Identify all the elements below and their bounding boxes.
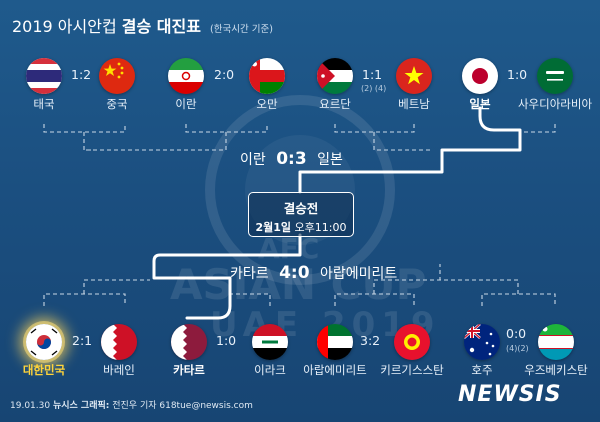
team-iraq: 이라크 [254,363,286,377]
dash-bottom-1-stem [83,279,150,294]
team-korea: 대한민국 [22,363,66,377]
semifinal-top-left: 이란 [240,152,266,168]
flag-jordan-icon [317,58,353,94]
team-vietnam: 베트남 [398,97,430,111]
score-top-1: 1:2 [71,67,92,82]
team-kyrgyzstan: 키르기스스탄 [380,363,444,377]
semifinal-top-right: 일본 [317,152,343,168]
team-jordan: 요르단 [319,97,351,111]
page-title: 2019 아시안컵 결승 대진표 (한국시간 기준) [12,13,273,37]
dash-top-4 [520,124,556,133]
credit-date: 19.01.30 [10,401,51,411]
flag-australia-icon [464,324,500,360]
flag-oman-icon [249,58,285,94]
final-date: 2월1일 [255,221,292,234]
semifinal-bottom-score: 4:0 [279,263,310,283]
score-top-4: 1:0 [507,67,528,82]
semifinal-bottom-left: 카타르 [230,266,269,282]
team-uzbekistan: 우즈베키스탄 [524,363,588,377]
team-qatar: 카타르 [173,363,205,377]
dash-top-2-stem [84,132,227,151]
title-year: 2019 아시안컵 [12,17,117,36]
team-australia: 호주 [471,363,493,377]
dash-bottom-4 [481,293,556,306]
score-bottom-3: 3:2 [360,333,381,348]
dash-bottom-4-stem [439,264,519,294]
final-box: 결승전 2월1일 오후11:00 [248,192,354,237]
flag-iran-icon [168,58,204,94]
flag-uzbekistan-icon [538,324,574,360]
flag-qatar-icon [171,324,207,360]
team-oman: 오만 [256,97,278,111]
score-bottom-2: 1:0 [216,333,237,348]
flag-iraq-icon [252,324,288,360]
flag-kyrgyzstan-icon [394,324,430,360]
final-datetime: 2월1일 오후11:00 [249,219,353,235]
team-thailand: 태국 [33,97,55,111]
flag-thailand-icon [26,58,62,94]
dash-top-1-stem [83,132,95,151]
score-top-3: 1:1 [362,67,383,82]
penalty-top-3: (2) (4) [361,84,387,93]
flag-korea-icon [26,324,62,360]
final-time: 오후11:00 [294,221,347,234]
dash-bottom-3 [334,293,415,306]
team-bahrain: 바레인 [103,363,135,377]
dash-top-1 [43,124,126,133]
graphic-credit: 19.01.30 뉴시스 그래픽: 전진우 기자 618tue@newsis.c… [10,398,253,411]
dash-top-2 [185,124,268,133]
line-japan-to-final [298,106,522,194]
penalty-bottom-4: (4)(2) [506,344,529,353]
flag-uae-icon [317,324,353,360]
semifinal-bottom: 카타르 4:0 아랍에미리트 [230,263,397,283]
watermark-asian-cup: ASIAN CUP [170,260,427,309]
semifinal-top: 이란 0:3 일본 [240,149,343,169]
dash-top-3-stem [373,132,432,151]
score-top-2: 2:0 [214,67,235,82]
flag-vietnam-icon [396,58,432,94]
team-japan: 일본 [469,97,491,111]
title-bold: 결승 대진표 [121,17,201,36]
line-qatar-to-final [152,233,302,320]
credit-author: 전진우 기자 618tue@newsis.com [112,401,253,411]
title-note: (한국시간 기준) [210,24,273,35]
dash-bottom-2 [228,293,271,306]
dash-top-3 [334,124,415,133]
flag-japan-icon [462,58,498,94]
dash-bottom-1 [43,293,126,306]
team-iran: 이란 [175,97,197,111]
newsis-logo: NEWSIS [458,382,562,407]
credit-agency: 뉴시스 그래픽: [52,401,110,411]
team-saudi-arabia: 사우디아라비아 [517,97,593,111]
score-bottom-4: 0:0 [506,326,527,341]
flag-saudi-arabia-icon [537,58,573,94]
dash-bottom-3-stem [373,279,440,294]
team-china: 중국 [106,97,128,111]
flag-bahrain-icon [101,324,137,360]
semifinal-bottom-right: 아랍에미리트 [320,266,398,282]
flag-china-icon [99,58,135,94]
team-uae: 아랍에미리트 [303,363,367,377]
score-bottom-1: 2:1 [72,333,93,348]
semifinal-top-score: 0:3 [276,149,307,169]
watermark-afc: AFC [258,232,320,265]
final-title: 결승전 [283,201,319,216]
